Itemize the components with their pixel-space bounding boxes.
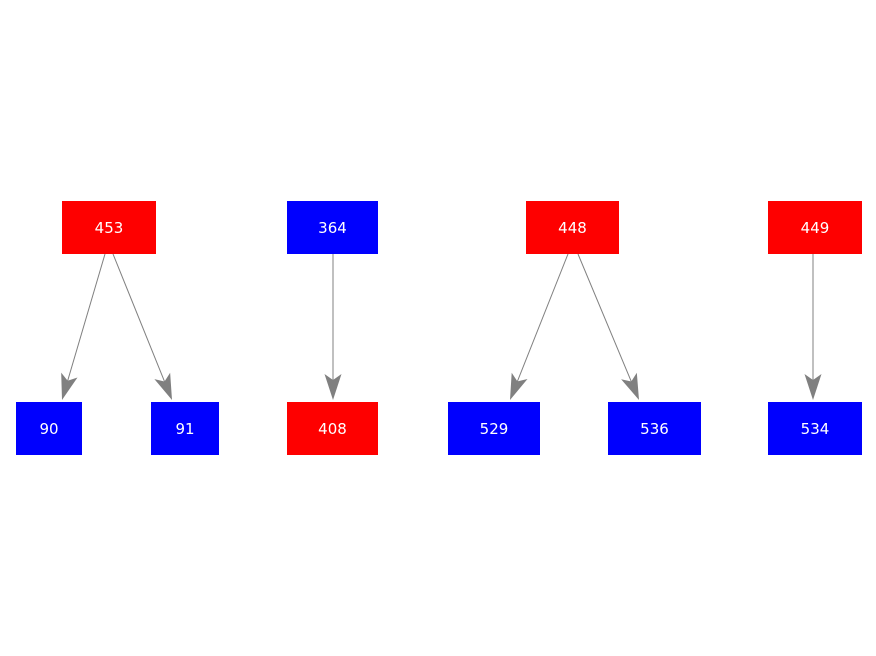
node-529[interactable]: 529	[448, 402, 540, 455]
node-box[interactable]	[448, 402, 540, 455]
node-box[interactable]	[608, 402, 701, 455]
edges-layer	[61, 253, 822, 400]
node-box[interactable]	[768, 402, 862, 455]
node-label: 364	[318, 219, 347, 237]
node-449[interactable]: 449	[768, 201, 862, 254]
node-label: 534	[801, 420, 830, 438]
node-box[interactable]	[151, 402, 219, 455]
node-90[interactable]: 90	[16, 402, 82, 455]
node-label: 529	[480, 420, 509, 438]
node-364[interactable]: 364	[287, 201, 378, 254]
node-453[interactable]: 453	[62, 201, 156, 254]
node-448[interactable]: 448	[526, 201, 619, 254]
node-box[interactable]	[16, 402, 82, 455]
node-label: 448	[558, 219, 587, 237]
node-box[interactable]	[287, 201, 378, 254]
arrowhead-icon	[324, 374, 342, 400]
node-box[interactable]	[526, 201, 619, 254]
edge-n449-to-n534	[804, 254, 822, 400]
node-box[interactable]	[62, 201, 156, 254]
node-label: 90	[39, 420, 58, 438]
node-box[interactable]	[287, 402, 378, 455]
edge-line	[577, 253, 634, 387]
arrowhead-icon	[154, 372, 172, 400]
node-408[interactable]: 408	[287, 402, 378, 455]
edge-line	[65, 253, 106, 387]
edge-n448-to-n529	[510, 253, 569, 400]
node-label: 91	[175, 420, 194, 438]
node-536[interactable]: 536	[608, 402, 701, 455]
node-label: 408	[318, 420, 347, 438]
arrowhead-icon	[804, 374, 822, 400]
edge-n364-to-n408	[324, 254, 342, 400]
node-label: 449	[801, 219, 830, 237]
node-label: 536	[640, 420, 669, 438]
node-label: 453	[95, 219, 124, 237]
edge-n453-to-n91	[112, 253, 172, 400]
edge-n453-to-n90	[61, 253, 106, 400]
node-534[interactable]: 534	[768, 402, 862, 455]
node-91[interactable]: 91	[151, 402, 219, 455]
edge-line	[112, 253, 168, 387]
arrowhead-icon	[61, 372, 78, 400]
arrowhead-icon	[621, 372, 639, 400]
arrowhead-icon	[510, 372, 528, 400]
edge-line	[514, 253, 569, 387]
nodes-layer: 453 90 91 364 408 448 529 536 449 534	[16, 201, 862, 455]
edge-n448-to-n536	[577, 253, 639, 400]
node-box[interactable]	[768, 201, 862, 254]
